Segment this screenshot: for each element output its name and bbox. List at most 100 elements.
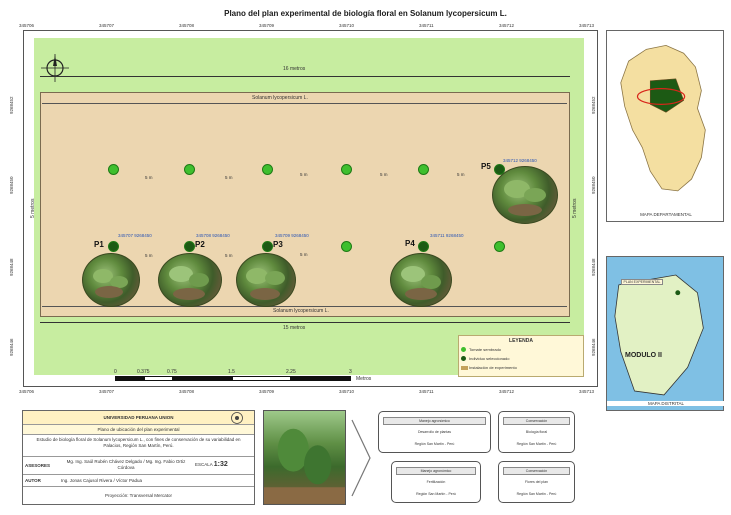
info-card: Manejo agronómico Fertilización Región S… <box>391 461 481 503</box>
legend-title: LEYENDA <box>509 338 533 344</box>
info-card: Conservación Biología floral Región San … <box>498 411 575 453</box>
plant-marker <box>108 241 119 252</box>
coordinate-label: 345707 <box>99 23 115 28</box>
plant-coordinate-p4: 345711 9268450 <box>430 233 464 238</box>
plant-photo <box>390 253 452 307</box>
coordinate-label: 9268450 <box>9 176 14 194</box>
scale-unit: Metros <box>356 376 372 382</box>
institution-name: UNIVERSIDAD PERUANA UNION <box>23 411 254 425</box>
scale-label: 2.25 <box>286 369 296 375</box>
legend-swatch <box>461 347 466 352</box>
local-inset-map: PLAN EXPERIMENTAL MODULO II MAPA DISTRIT… <box>606 256 725 411</box>
card-subtitle: Fertilización <box>426 480 446 484</box>
plant-coordinate-p2: 345708 9268450 <box>196 233 230 238</box>
card-title: Manejo agronómico <box>383 417 486 425</box>
author-label: AUTOR <box>25 478 41 483</box>
bottom-dimension-line <box>40 322 570 323</box>
spacing-label: 5 m <box>145 175 153 180</box>
bottom-width-label: 15 metros <box>283 325 306 331</box>
plant-label-p3: P3 <box>273 240 283 249</box>
coordinate-label: 345713 <box>579 389 595 394</box>
plant-coordinate-p5: 345712 9268450 <box>503 158 537 163</box>
card-title: Manejo agronómico <box>396 467 476 475</box>
advisors-label: ASESORES <box>25 463 51 468</box>
advisors-text: Mg. Ing. Saúl Rubén Chávez Delgado / Mg.… <box>66 459 186 470</box>
coordinate-label: 345711 <box>419 23 434 28</box>
legend-item: Individuo seleccionado <box>469 356 510 361</box>
card-subtitle: Biología floral <box>525 430 548 434</box>
spacing-label: 5 m <box>380 172 388 177</box>
coordinate-label: 9268450 <box>591 176 596 194</box>
plant-marker <box>418 164 429 175</box>
modulo-area-icon <box>614 274 704 396</box>
plant-photo <box>492 166 558 224</box>
bottom-row-label: Solanum lycopersicum L. <box>273 308 329 314</box>
plant-marker <box>341 241 352 252</box>
spacing-label: 5 m <box>225 175 233 180</box>
card-footer: Región San Martín - Perú <box>516 442 557 446</box>
plan-subtitle: Plano de ubicación del plan experimental <box>23 425 254 435</box>
scale-label: 0.75 <box>167 369 177 375</box>
scale-label: 0.375 <box>137 369 150 375</box>
plant-coordinate-p1: 345707 9268450 <box>118 233 152 238</box>
card-title: Conservación <box>503 417 570 425</box>
plant-label-p2: P2 <box>195 240 205 249</box>
coordinate-label: 345711 <box>419 389 434 394</box>
coordinate-label: 345707 <box>99 389 115 394</box>
local-inset-caption: MAPA DISTRITAL <box>607 401 725 406</box>
plant-label-p1: P1 <box>94 240 104 249</box>
coordinate-label: 9268448 <box>591 258 596 276</box>
author-text: Ing. Jonas Cajusol Rivera / Víctor Padua <box>61 478 143 483</box>
plant-photo <box>82 253 140 307</box>
modulo-label: MODULO II <box>625 352 662 359</box>
spacing-label: 5 m <box>457 172 465 177</box>
scale-label: 1.5 <box>228 369 235 375</box>
coordinate-label: 345712 <box>499 389 515 394</box>
card-footer: Región San Martín - Perú <box>516 492 557 496</box>
plant-photo <box>158 253 222 307</box>
left-height-label: 5 metros <box>30 198 36 218</box>
plant-photo <box>236 253 296 307</box>
map-title: Plano del plan experimental de biología … <box>224 9 507 18</box>
coordinate-label: 345708 <box>179 389 195 394</box>
plan-location-label: PLAN EXPERIMENTAL <box>621 279 663 285</box>
spacing-label: 5 m <box>300 172 308 177</box>
coordinate-label: 9268446 <box>9 338 14 356</box>
peru-inset-caption: MAPA DEPARTAMENTAL <box>640 212 692 217</box>
author-row: AUTOR Ing. Jonas Cajusol Rivera / Víctor… <box>23 475 254 487</box>
coordinate-label: 345713 <box>579 23 595 28</box>
coordinate-label: 9268452 <box>591 96 596 114</box>
projection-footer: Proyección: Transversal Mercator <box>104 493 173 498</box>
scale-label: 0 <box>114 369 117 375</box>
spacing-label: 5 m <box>225 253 233 258</box>
card-title: Conservación <box>503 467 570 475</box>
plant-marker <box>494 241 505 252</box>
main-map-frame <box>23 30 598 387</box>
top-width-label: 16 metros <box>283 66 306 72</box>
card-subtitle: Desarrollo de plantas <box>417 430 452 434</box>
title-block: UNIVERSIDAD PERUANA UNION Plano de ubica… <box>22 410 255 505</box>
legend-item: Tomate sembrado <box>469 347 502 352</box>
info-card: Conservación Flores del plan Región San … <box>498 461 575 503</box>
card-footer: Región San Martín - Perú <box>414 442 455 446</box>
coordinate-label: 345706 <box>19 23 35 28</box>
plant-marker <box>341 164 352 175</box>
university-seal-icon <box>228 411 246 425</box>
top-dimension-line <box>40 76 570 77</box>
plant-marker <box>108 164 119 175</box>
north-arrow-icon <box>40 53 70 83</box>
scale-label: 3 <box>349 369 352 375</box>
legend: LEYENDA Tomate sembrado Individuo selecc… <box>458 335 584 377</box>
project-description: Estudio de biología floral de Solanum ly… <box>23 435 254 457</box>
coordinate-label: 345708 <box>179 23 195 28</box>
scale-value: 1:32 <box>213 461 228 468</box>
advisors-row: ASESORES Mg. Ing. Saúl Rubén Chávez Delg… <box>23 457 254 475</box>
plant-marker <box>494 164 505 175</box>
scale-bar <box>115 376 351 381</box>
plant-label-p4: P4 <box>405 239 415 248</box>
plant-marker <box>418 241 429 252</box>
legend-swatch <box>461 366 468 370</box>
plant-marker <box>184 164 195 175</box>
card-footer: Región San Martín - Perú <box>416 492 456 496</box>
coordinate-label: 345710 <box>339 389 355 394</box>
